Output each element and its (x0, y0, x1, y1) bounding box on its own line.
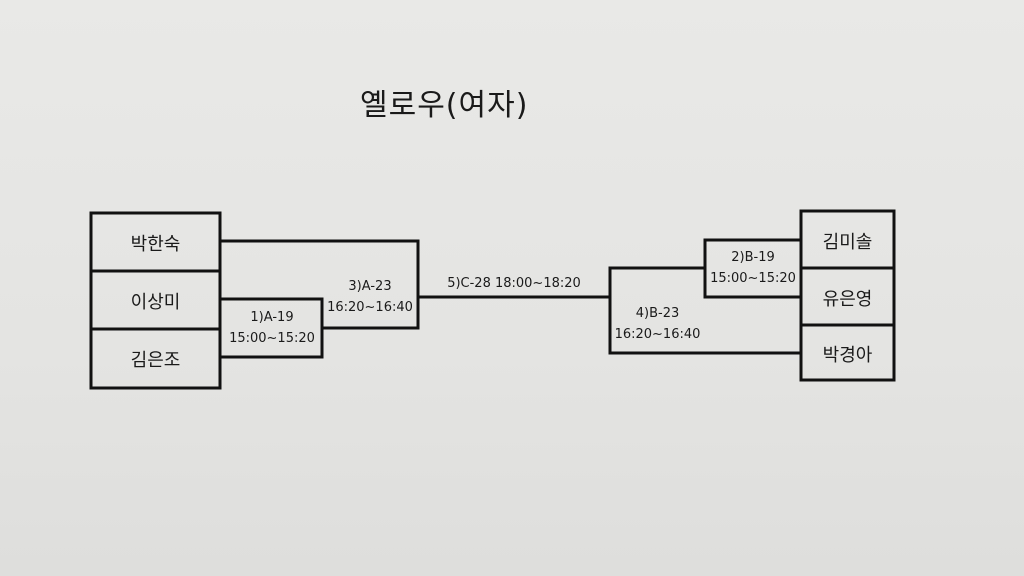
right-player-name-3: 박경아 (822, 345, 873, 366)
match-3-time: 16:20~16:40 (327, 300, 413, 315)
match-2-label: 2)B-19 15:00~15:20 (705, 247, 801, 289)
match-2-bracket (703, 238, 803, 299)
match-3-bracket (218, 239, 420, 330)
right-player-name-2: 유은영 (822, 289, 873, 310)
match-4-label: 4)B-23 16:20~16:40 (610, 303, 705, 345)
match-5-label: 5)C-28 18:00~18:20 (447, 276, 581, 291)
right-player-box-3 (799, 323, 896, 382)
match-4-bracket (608, 266, 803, 355)
left-player-name-1: 박한숙 (130, 234, 181, 255)
bracket-title: 옐로우(여자) (360, 88, 529, 123)
match-4-time: 16:20~16:40 (614, 327, 701, 342)
left-player-name-2: 이상미 (130, 292, 181, 313)
match-1-label: 1)A-19 15:00~15:20 (222, 307, 322, 349)
match-4-code: 4)B-23 (635, 306, 680, 321)
match-2-code: 2)B-19 (731, 250, 775, 265)
match-2-time: 15:00~15:20 (710, 271, 796, 286)
match-1-code: 1)A-19 (250, 310, 294, 325)
left-player-name-3: 김은조 (130, 350, 181, 371)
match-1-time: 15:00~15:20 (229, 331, 315, 346)
right-player-name-1: 김미솔 (822, 232, 873, 253)
match-3-code: 3)A-23 (348, 279, 392, 294)
match-3-label: 3)A-23 16:20~16:40 (322, 276, 418, 318)
